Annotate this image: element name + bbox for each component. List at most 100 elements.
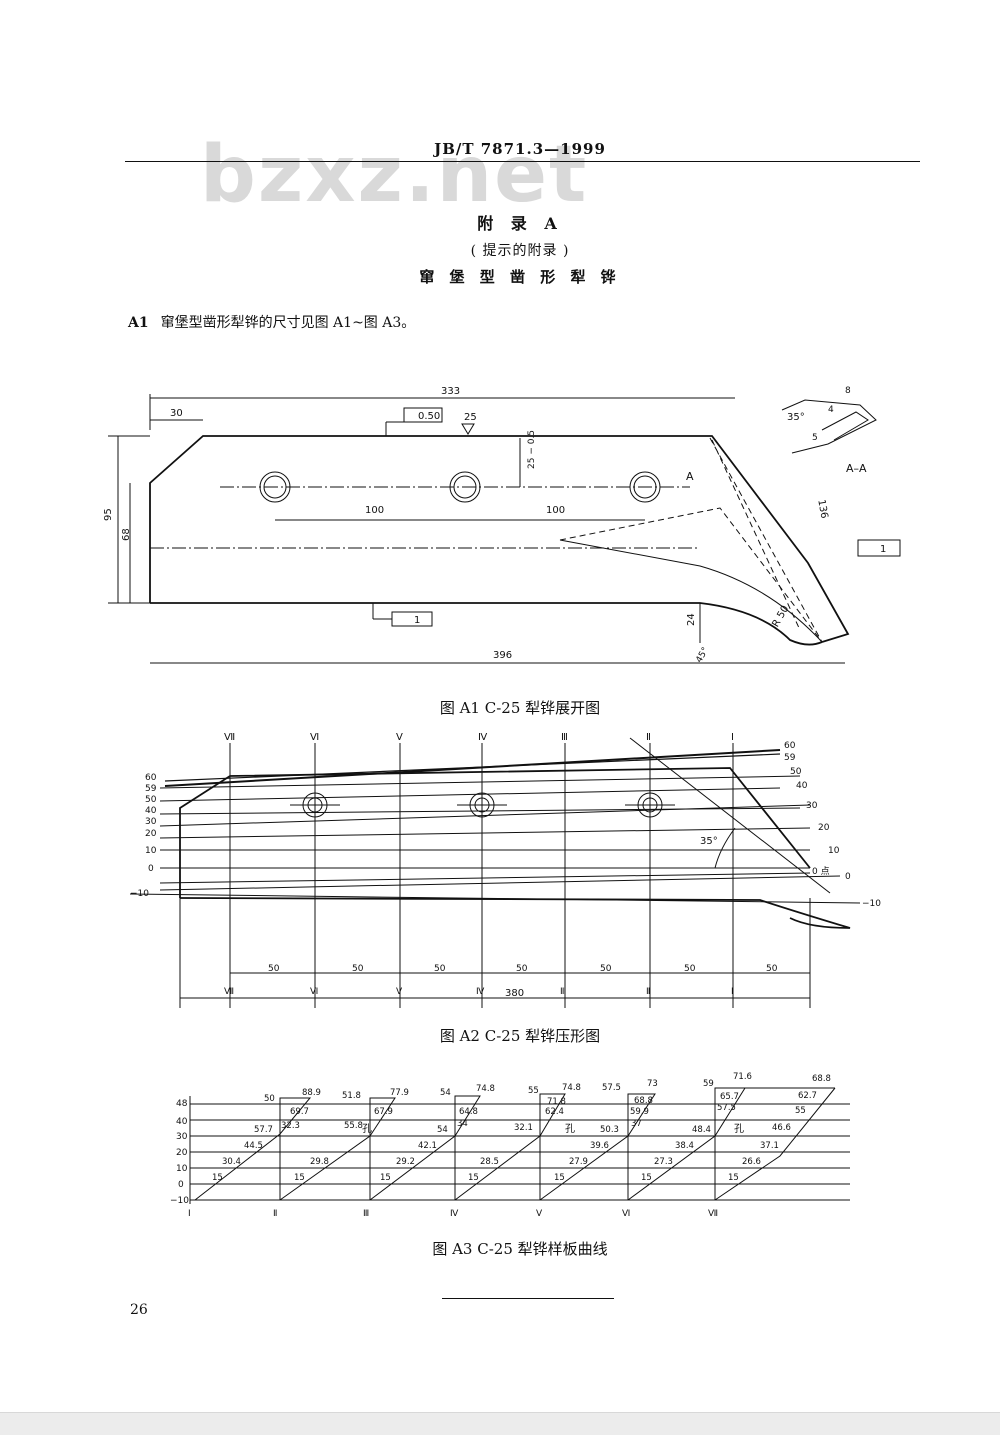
right-level-50: 50	[790, 767, 802, 777]
a3-level-minus10: −10	[170, 1196, 189, 1206]
roman-3: Ⅲ	[561, 732, 568, 743]
a3-label: 68.8	[812, 1074, 831, 1084]
a3-hole-label: 孔	[734, 1123, 744, 1135]
a3-label: 73	[647, 1079, 658, 1089]
dim-h68: 68	[121, 528, 132, 541]
right-level-10: 10	[828, 846, 840, 856]
a3-label: 59.9	[630, 1107, 649, 1117]
dim-s4: 4	[828, 405, 834, 415]
right-level-20: 20	[818, 823, 830, 833]
a3-label: 15	[380, 1173, 391, 1183]
dim-h95: 95	[103, 508, 114, 521]
a3-label: 62.7	[798, 1091, 817, 1101]
a3-label: 77.9	[390, 1088, 409, 1098]
spacing-3: 50	[434, 964, 446, 974]
figure-a2-drawing: Ⅶ Ⅵ Ⅴ Ⅳ Ⅲ Ⅱ Ⅰ 60 59 50 40 30 20 10 0 −10…	[129, 732, 881, 1008]
dim-b24: 24	[686, 613, 697, 626]
right-level-59: 59	[784, 753, 796, 763]
a3-label: 55.8	[344, 1121, 363, 1131]
appendix-title: 附 录 A	[477, 214, 563, 233]
spacing-4: 50	[516, 964, 528, 974]
a3-label: 68.8	[634, 1096, 653, 1106]
a3-label: 39.6	[590, 1141, 609, 1151]
a3-level-40: 40	[176, 1117, 188, 1127]
paragraph-text: 窜堡型凿形犁铧的尺寸见图 A1~图 A3。	[160, 315, 416, 331]
a3-label: 30.4	[222, 1157, 241, 1167]
spacing-2: 50	[352, 964, 364, 974]
appendix-name: 窜 堡 型 凿 形 犁 铧	[419, 268, 621, 286]
right-level-30: 30	[806, 801, 818, 811]
dim-s5: 5	[812, 433, 818, 443]
a3-label: 15	[212, 1173, 223, 1183]
a3-label: 74.8	[476, 1084, 495, 1094]
paragraph-a1: A1 窜堡型凿形犁铧的尺寸见图 A1~图 A3。	[128, 312, 415, 332]
a3-label: 32.1	[514, 1123, 533, 1133]
a3-label: 62.4	[545, 1107, 564, 1117]
mark-1: 1	[880, 544, 886, 555]
total-length: 380	[505, 988, 524, 999]
a3-label: 42.1	[418, 1141, 437, 1151]
right-level-0: 0	[845, 872, 851, 882]
roman-6: Ⅵ	[310, 732, 319, 743]
bottom-roman-1: Ⅰ	[731, 987, 734, 997]
a3-label: 15	[554, 1173, 565, 1183]
bottom-roman-4: Ⅳ	[476, 987, 485, 997]
spacing-1: 50	[268, 964, 280, 974]
a3-roman-2: Ⅱ	[273, 1209, 277, 1219]
roman-2: Ⅱ	[646, 732, 651, 743]
a3-label: 54	[437, 1125, 448, 1135]
dim-hole1: 100	[365, 505, 384, 516]
a3-label: 34	[457, 1119, 468, 1129]
a3-label: 44.5	[244, 1141, 263, 1151]
dim-ang45: 45°	[694, 646, 711, 665]
a3-label: 57.7	[254, 1125, 273, 1135]
a3-label: 15	[294, 1173, 305, 1183]
a3-label: 71.8	[547, 1097, 566, 1107]
right-level-60: 60	[784, 741, 796, 751]
a3-label: 65.7	[720, 1092, 739, 1102]
bottom-roman-5: Ⅴ	[396, 987, 403, 997]
a3-hole-label: 孔	[565, 1123, 575, 1135]
header-rule	[125, 161, 920, 162]
figure-a3-caption: 图 A3 C-25 犁铧样板曲线	[432, 1240, 608, 1258]
a3-label: 46.6	[772, 1123, 791, 1133]
a3-hole-label: 孔	[362, 1123, 372, 1135]
a3-roman-6: Ⅵ	[622, 1209, 630, 1219]
paragraph-number: A1	[128, 315, 149, 331]
dim-rough: 25	[464, 412, 477, 423]
footer-rule	[442, 1298, 614, 1299]
dim-hole2: 100	[546, 505, 565, 516]
dim-left-top: 30	[170, 408, 183, 419]
right-level-minus10: −10	[862, 899, 881, 909]
roman-5: Ⅴ	[396, 732, 403, 743]
dim-top: 333	[441, 386, 460, 397]
a3-level-30: 30	[176, 1132, 188, 1142]
a3-label: 51.8	[342, 1091, 361, 1101]
spacing-5: 50	[600, 964, 612, 974]
a3-label: 69.7	[290, 1107, 309, 1117]
a3-label: 74.8	[562, 1083, 581, 1093]
dim-r50: R 50	[770, 604, 791, 629]
angle-label: 35°	[700, 836, 718, 847]
a3-label: 50.3	[600, 1125, 619, 1135]
a3-label: 29.2	[396, 1157, 415, 1167]
dim-vert: 25 − 0.5	[527, 430, 537, 469]
left-level-59: 59	[145, 784, 157, 794]
a3-label: 67.9	[374, 1107, 393, 1117]
bottom-roman-6: Ⅵ	[310, 987, 318, 997]
a3-label: 15	[468, 1173, 479, 1183]
a3-level-48: 48	[176, 1099, 188, 1109]
left-level-0: 0	[148, 864, 154, 874]
horizontal-scrollbar[interactable]	[0, 1412, 1000, 1435]
left-level-60: 60	[145, 773, 157, 783]
a3-label: 26.6	[742, 1157, 761, 1167]
section-label: A–A	[846, 462, 867, 475]
a3-label: 27.9	[569, 1157, 588, 1167]
dim-ang35: 35°	[787, 412, 805, 423]
a3-label: 50	[264, 1094, 275, 1104]
a3-label: 29.8	[310, 1157, 329, 1167]
a3-label: 32.3	[281, 1121, 300, 1131]
watermark: bzxz.net	[200, 130, 589, 220]
a3-label: 88.9	[302, 1088, 321, 1098]
a3-label: 48.4	[692, 1125, 711, 1135]
